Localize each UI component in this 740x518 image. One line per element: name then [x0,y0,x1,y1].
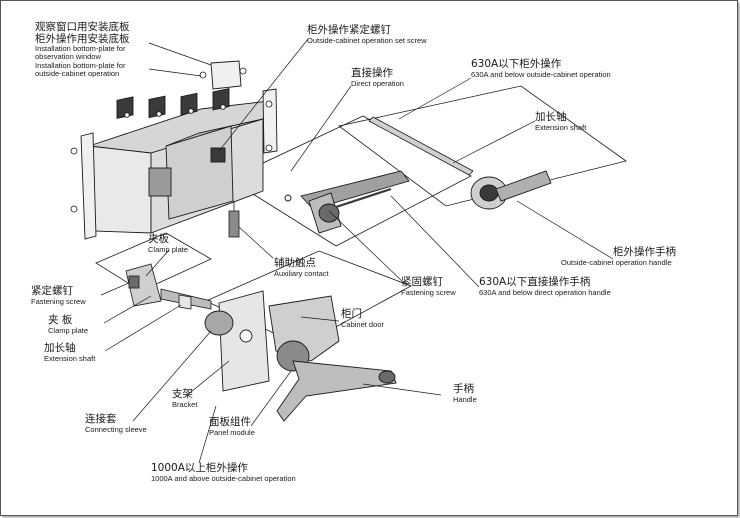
direct-handle630-en: 630A and below direct operation handle [479,287,611,297]
ext-shaft2-zh: 加长轴 [44,342,76,354]
set-screw-en: Outside-cabinet operation set screw [307,35,427,45]
extension-shaft-630 [368,116,474,176]
op1000-en: 1000A and above outside-cabinet operatio… [151,473,296,483]
fastening-screw-left-zh: 紧定螺钉 [31,285,73,297]
clamp-plane [95,232,212,292]
clamp-plate2-en: Clamp plate [48,325,89,335]
sleeve-zh: 连接套 [85,413,117,425]
label-aux-contact: 辅助触点 Auxiliary contact [274,257,329,278]
label-handle: 手柄 Handle [453,383,477,404]
bracket-zh: 支架 [172,388,193,400]
ext-shaft-en: Extension shaft [535,122,587,132]
mechanism-knob [210,147,226,163]
clamp-plate-zh: 夹板 [148,233,169,245]
label-fastening-screw-mid: 紧固螺钉 Fastening screw [401,276,456,297]
label-outside-handle: 柜外操作手柄 Outside-cabinet operation handle [561,246,676,267]
outside-handle-630 [470,170,552,210]
label-panel-module: 面板组件 Panel module [209,416,255,437]
label-clamp-plate-2: 夹 板 Clamp plate [48,314,89,335]
mount-bracket-right [262,88,278,154]
label-extension-shaft: 加长轴 Extension shaft [535,111,587,132]
outside-handle-en: Outside-cabinet operation handle [561,257,672,267]
outside-plate-en-2: outside-cabinet operation [35,68,120,78]
ext-shaft-zh: 加长轴 [535,111,567,123]
observation-window [148,167,172,197]
leader-lines [100,38,614,464]
label-bracket: 支架 Bracket [172,388,198,409]
label-cabinet-door: 柜门 Cabinet door [341,308,384,329]
ext-shaft2-en: Extension shaft [44,353,96,363]
observation-plate-zh: 观察窗口用安装底板 [35,21,130,33]
label-observation-plate: 观察窗口用安装底板 柜外操作用安装底板 Installation bottom-… [35,21,130,78]
direct-op-plane [228,115,472,247]
outside-plate-zh: 柜外操作用安装底板 [35,32,130,45]
panel-module-zh: 面板组件 [209,416,251,428]
label-connecting-sleeve: 连接套 Connecting sleeve [85,413,147,434]
mount-screws [70,67,273,213]
label-clamp-plate: 夹板 Clamp plate [148,233,189,254]
aux-contact-en: Auxiliary contact [274,268,329,278]
body-front [88,145,152,234]
fastening-screw-mid-en: Fastening screw [401,287,456,297]
mechanism-top [165,118,264,147]
observation-plate-en-1: Installation bottom-plate for [35,44,126,54]
outside-handle-zh: 柜外操作手柄 [613,246,676,258]
op630-en: 630A and below outside-cabinet operation [471,69,611,79]
mount-bracket-top [210,60,242,90]
clamp-plate2-zh: 夹 板 [48,314,73,326]
direct-handle630-zh: 630A以下直接操作手柄 [479,276,591,288]
cabinet-door-en: Cabinet door [341,319,384,329]
outside-op-plane [338,85,627,207]
label-set-screw: 柜外操作紧定螺钉 Outside-cabinet operation set s… [307,24,427,45]
aux-contact-zh: 辅助触点 [274,257,316,269]
label-op-1000: 1000A以上柜外操作 1000A and above outside-cabi… [151,462,296,483]
clamp-assembly [125,263,212,310]
direct-handle [284,170,410,234]
aux-contact [228,201,240,238]
terminal-studs [124,104,226,118]
clamp-plate-en: Clamp plate [148,244,189,254]
op1000-zh: 1000A以上柜外操作 [151,462,248,474]
panel-module-en: Panel module [209,427,255,437]
bracket-en: Bracket [172,399,198,409]
direct-op-zh: 直接操作 [351,67,393,79]
sleeve-en: Connecting sleeve [85,424,147,434]
outside-1000-group [204,290,397,422]
connecting-sleeve [204,310,234,336]
cabinet-door-zh: 柜门 [341,308,362,320]
label-op-630: 630A以下柜外操作 630A and below outside-cabine… [471,58,611,79]
observation-plate-en-2: observation window [35,52,101,62]
mount-bracket-left [80,132,97,240]
outside-plate-en-1: Installation bottom-plate for [35,60,126,70]
fastening-screw-left-en: Fastening screw [31,296,86,306]
set-screw-zh: 柜外操作紧定螺钉 [307,24,391,36]
label-fastening-screw-left: 紧定螺钉 Fastening screw [31,285,86,306]
label-direct-handle-630: 630A以下直接操作手柄 630A and below direct opera… [479,276,611,297]
direct-op-en: Direct operation [351,78,404,88]
handle-en: Handle [453,394,477,404]
fastening-screw-mid-zh: 紧固螺钉 [401,276,443,288]
handle-zh: 手柄 [453,383,474,395]
op630-zh: 630A以下柜外操作 [471,58,562,70]
door-plane [205,250,412,347]
label-extension-shaft-2: 加长轴 Extension shaft [44,342,96,363]
switch-body [80,60,278,240]
terminal-blocks [116,87,230,119]
label-direct-operation: 直接操作 Direct operation [351,67,404,88]
